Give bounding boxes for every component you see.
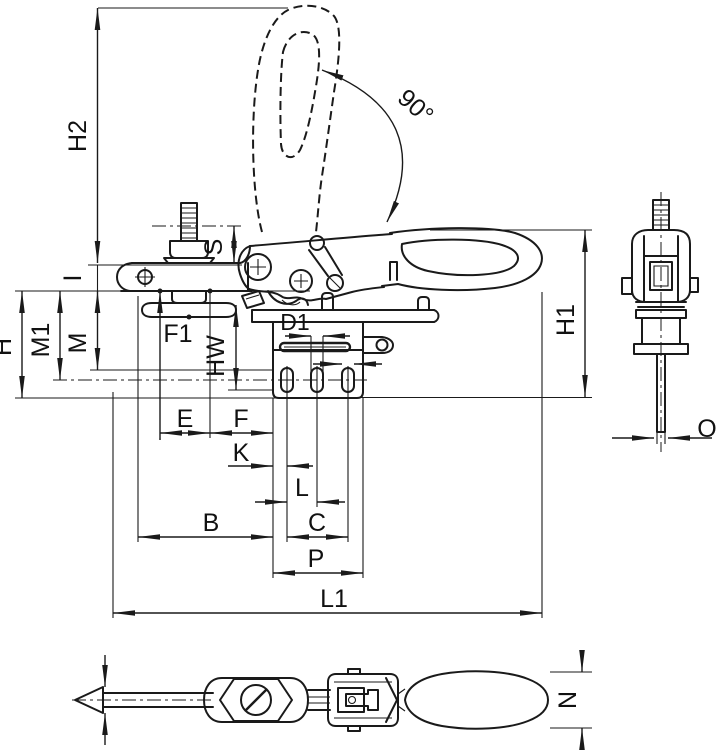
dimensions-main: H2 I H M1 M F1 S: [0, 7, 592, 618]
dim-label-p: P: [308, 545, 325, 573]
dim-label-h1: H1: [552, 304, 580, 336]
dim-label-f: F: [233, 405, 248, 433]
pivot-rivet-main: [244, 253, 272, 281]
spindle-tip: [74, 686, 104, 714]
clamp-arm: [116, 245, 253, 292]
top-view: N: [72, 650, 592, 750]
dim-label-c: C: [308, 509, 326, 537]
swing-arc: 90°: [321, 69, 439, 223]
dim-label-b: B: [203, 509, 220, 537]
dim-label-k: K: [233, 439, 250, 467]
spindle-assembly: [141, 202, 237, 320]
pivot-rivet-2: [289, 269, 313, 293]
dim-label-h: H: [0, 338, 17, 356]
link-pin: [309, 235, 325, 251]
dim-label-o: O: [697, 415, 716, 443]
dim-label-l: L: [295, 474, 309, 502]
dim-label-f1: F1: [163, 320, 192, 348]
pad-top-view: [203, 677, 309, 723]
dim-label-m1: M1: [27, 323, 55, 358]
handle-grip: [381, 227, 543, 292]
main-view: 90°: [0, 4, 592, 618]
mounting-slot: [341, 367, 355, 393]
spindle-shaft-top: [102, 692, 214, 708]
body-top-view: [327, 673, 399, 727]
grip-top-view: [404, 670, 549, 730]
dim-label-n: N: [554, 691, 582, 709]
dim-label-i: I: [59, 275, 87, 282]
end-view: O: [612, 192, 717, 452]
release-tab: [241, 290, 265, 309]
dim-label-e: E: [177, 405, 194, 433]
lever-mechanism: [237, 233, 398, 309]
toggle-link: [308, 246, 343, 277]
dim-label-d1: D1: [280, 309, 309, 335]
side-tab: [362, 336, 394, 354]
hex-nut-top-view: [219, 678, 293, 722]
mounting-slot: [280, 367, 294, 393]
dim-label-hw: HW: [202, 335, 230, 377]
dim-label-m: M: [64, 333, 92, 354]
base-body: [251, 292, 440, 399]
dim-label-l1: L1: [320, 585, 348, 613]
handle-open-phantom: [252, 4, 341, 233]
pivot-rivet-3: [326, 274, 344, 292]
shaft-end-view: [656, 353, 666, 433]
mounting-slot: [310, 367, 324, 393]
dim-label-90deg: 90°: [392, 84, 439, 130]
threaded-rod: [180, 202, 198, 242]
dim-label-h2: H2: [64, 120, 92, 152]
dim-label-s: S: [200, 239, 228, 256]
